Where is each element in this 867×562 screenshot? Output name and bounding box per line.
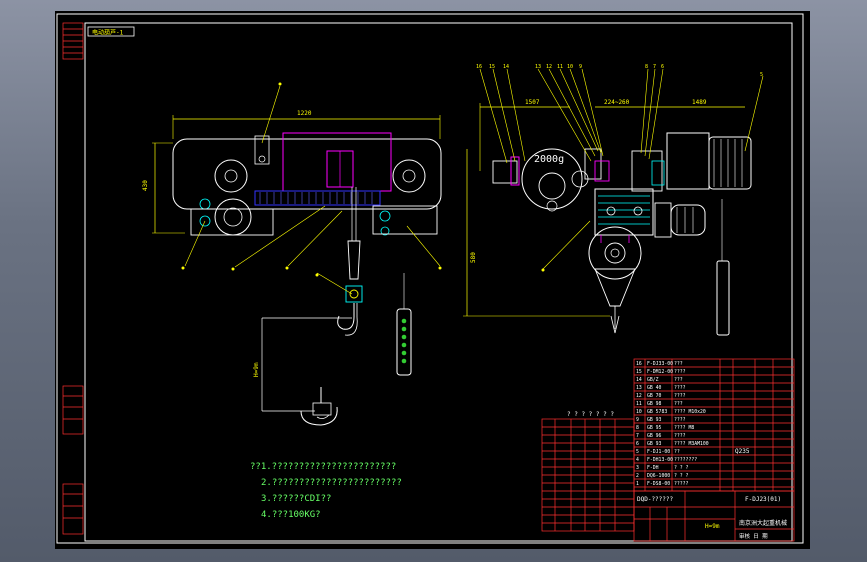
bom-row-2-name: ? ? ? — [674, 473, 689, 479]
bom-row-7-code: GB 96 — [647, 433, 662, 439]
bom-row-9-name: ???? — [674, 417, 686, 423]
bom-row-1-no: 1 — [636, 481, 639, 487]
bom-row-13-code: GB 40 — [647, 385, 662, 391]
bom-row-9-no: 9 — [636, 417, 639, 423]
bom-row-16-code: F-DJ33-00 — [647, 361, 673, 367]
bom-row-2-code: DQ6-1000 — [647, 473, 670, 479]
material-label: Q235 — [735, 448, 750, 455]
drawing-number: F-DJ23(01) — [745, 496, 781, 503]
bom-row-6-name: ???? M3AM100 — [674, 441, 709, 447]
side-balloon-8: 8 — [645, 64, 648, 70]
bom-row-8-no: 8 — [636, 425, 639, 431]
outer-border — [56, 13, 804, 544]
bom-row-16-no: 16 — [636, 361, 642, 367]
bom-row-12-name: ???? — [674, 393, 686, 399]
bom-row-4-name: ???????? — [674, 457, 697, 463]
bom-row-10-code: GB 5783 — [647, 409, 667, 415]
bom-row-12-code: GB 70 — [647, 393, 662, 399]
side-balloon-16: 16 — [476, 64, 482, 70]
side-balloon-7: 7 — [653, 64, 656, 70]
notes-line-2: 2.???????????????????????? — [261, 478, 402, 488]
bom-row-15-code: F-DM12-00 — [647, 369, 673, 375]
bom-row-9-code: GB 93 — [647, 417, 662, 423]
bom-row-3-no: 3 — [636, 465, 639, 471]
side-balloon-9: 9 — [579, 64, 582, 70]
drawing-code: DQD-?????? — [637, 496, 674, 503]
bom-row-1-code: F-DS8-00 — [647, 481, 670, 487]
bom-row-7-no: 7 — [636, 433, 639, 439]
side-balloon-15: 15 — [489, 64, 495, 70]
notes-line-1: ??1.??????????????????????? — [250, 462, 396, 472]
title-block — [541, 358, 795, 542]
bom-header: ? ? ? ? ? ? ? — [567, 411, 614, 418]
bom-row-4-no: 4 — [636, 457, 639, 463]
notes-line-4: 4.???100KG? — [261, 510, 321, 520]
bom-row-16-name: ??? — [674, 361, 683, 367]
side-balloon-11: 11 — [557, 64, 563, 70]
bom-row-15-no: 15 — [636, 369, 642, 375]
side-dim-left: 1507 — [525, 99, 540, 106]
bom-row-5-name: ?? — [674, 449, 680, 455]
side-dim-vertical: 580 — [470, 252, 477, 263]
front-view-balloons — [181, 82, 442, 277]
front-view — [152, 85, 442, 426]
bom-row-2-no: 2 — [636, 473, 639, 479]
drawing-tab-label: 电动葫芦-1 — [92, 29, 124, 37]
bom-row-14-code: GB/Z — [647, 377, 659, 383]
left-binding-strip — [62, 22, 84, 535]
sign-label: 审核 日 期 — [739, 532, 768, 540]
bom-row-8-name: ???? M8 — [674, 425, 694, 431]
bom-row-10-no: 10 — [636, 409, 642, 415]
bom-row-3-name: ? ? ? — [674, 465, 689, 471]
bom-row-12-no: 12 — [636, 393, 642, 399]
notes-line-3: 3.??????CDI?? — [261, 494, 331, 504]
bom-row-6-code: GB 93 — [647, 441, 662, 447]
bom-row-13-no: 13 — [636, 385, 642, 391]
side-view-balloon-labels: 16 15 14 13 12 11 10 9 8 7 6 5 — [476, 64, 763, 78]
company-name: 南京洲大起重机械 — [739, 519, 787, 527]
side-dim-mid: 224~260 — [604, 99, 630, 106]
side-balloon-14: 14 — [503, 64, 509, 70]
drawing-canvas: 电动葫芦-1 — [56, 13, 804, 544]
bom-row-14-name: ??? — [674, 377, 683, 383]
bom-row-3-code: F-DH — [647, 465, 659, 471]
technical-notes: ??1.??????????????????????? 2.??????????… — [250, 462, 402, 520]
bom-row-13-name: ???? — [674, 385, 686, 391]
side-balloon-13: 13 — [535, 64, 541, 70]
bom-row-11-no: 11 — [636, 401, 642, 407]
bom-row-11-code: GB 98 — [647, 401, 662, 407]
bom-row-5-no: 5 — [636, 449, 639, 455]
capacity-label: 2000g — [534, 154, 564, 165]
side-balloon-5: 5 — [760, 72, 763, 78]
front-height-dimension: 430 — [142, 180, 149, 191]
side-view — [463, 68, 764, 336]
inner-border — [84, 22, 793, 542]
drawing-tab-box — [87, 26, 135, 37]
bom-row-8-code: GB 95 — [647, 425, 662, 431]
front-width-dimension: 1220 — [297, 110, 312, 117]
drawing-sheet: 电动葫芦-1 — [55, 11, 810, 549]
bom-row-10-name: ???? M10x20 — [674, 409, 706, 415]
bom-row-15-name: ???? — [674, 369, 686, 375]
bom-row-11-name: ??? — [674, 401, 683, 407]
side-balloon-6: 6 — [661, 64, 664, 70]
bom-row-4-code: F-DH13-00 — [647, 457, 673, 463]
chain-length-label: H=9m — [253, 362, 260, 377]
bom-row-6-no: 6 — [636, 441, 639, 447]
scale-label: H=9m — [705, 523, 720, 530]
side-balloon-10: 10 — [567, 64, 573, 70]
side-dim-right: 1489 — [692, 99, 707, 106]
bom-row-1-name: ????? — [674, 481, 689, 487]
side-balloon-12: 12 — [546, 64, 552, 70]
bom-row-7-name: ???? — [674, 433, 686, 439]
bom-rows: 16 F-DJ33-00 ??? 15 F-DM12-00 ???? 14 GB… — [636, 361, 709, 487]
bom-row-14-no: 14 — [636, 377, 642, 383]
bom-row-5-code: F-DJ1-00 — [647, 449, 670, 455]
